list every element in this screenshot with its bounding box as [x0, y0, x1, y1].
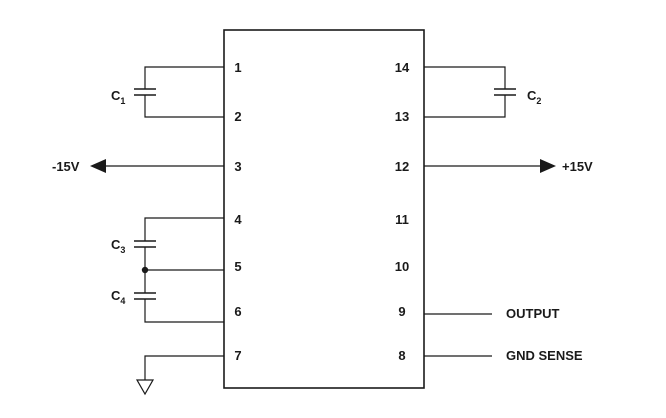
arrow-right-icon [540, 159, 556, 173]
c2-label: C2 [527, 88, 541, 106]
c4-lower-wire [144, 299, 224, 323]
pin-4-label: 4 [234, 212, 242, 227]
capacitor-c3 [134, 217, 224, 270]
gnd-sense-label: GND SENSE [506, 348, 583, 363]
pin-14-label: 14 [395, 60, 410, 75]
pin-11-label: 11 [395, 212, 409, 227]
output-label: OUTPUT [506, 306, 560, 321]
c4-label: C4 [111, 288, 125, 306]
capacitor-c1 [134, 66, 224, 118]
ic-package [223, 29, 425, 389]
pin-1-label: 1 [234, 60, 241, 75]
pin-7-label: 7 [234, 348, 241, 363]
c3-upper-wire [144, 217, 224, 241]
pin-9-label: 9 [398, 304, 405, 319]
ground-wire [144, 355, 224, 380]
capacitor-c2 [424, 66, 516, 118]
pin-10-label: 10 [395, 259, 409, 274]
c2-lower-wire [424, 95, 506, 118]
pin-13-label: 13 [395, 109, 409, 124]
capacitor-c4 [134, 270, 224, 323]
arrow-left-icon [90, 159, 106, 173]
c1-lower-wire [144, 95, 224, 118]
pin-6-label: 6 [234, 304, 241, 319]
ground-icon [135, 379, 155, 396]
c1-upper-wire [144, 66, 224, 89]
c3-label: C3 [111, 237, 125, 255]
pin-5-label: 5 [234, 259, 241, 274]
pos-supply-label: +15V [562, 159, 593, 174]
c1-label: C1 [111, 88, 125, 106]
neg-supply-label: -15V [52, 159, 80, 174]
pin-12-label: 12 [395, 159, 409, 174]
pin-2-label: 2 [234, 109, 241, 124]
pin-3-label: 3 [234, 159, 241, 174]
pin-8-label: 8 [398, 348, 405, 363]
c2-upper-wire [424, 66, 506, 89]
